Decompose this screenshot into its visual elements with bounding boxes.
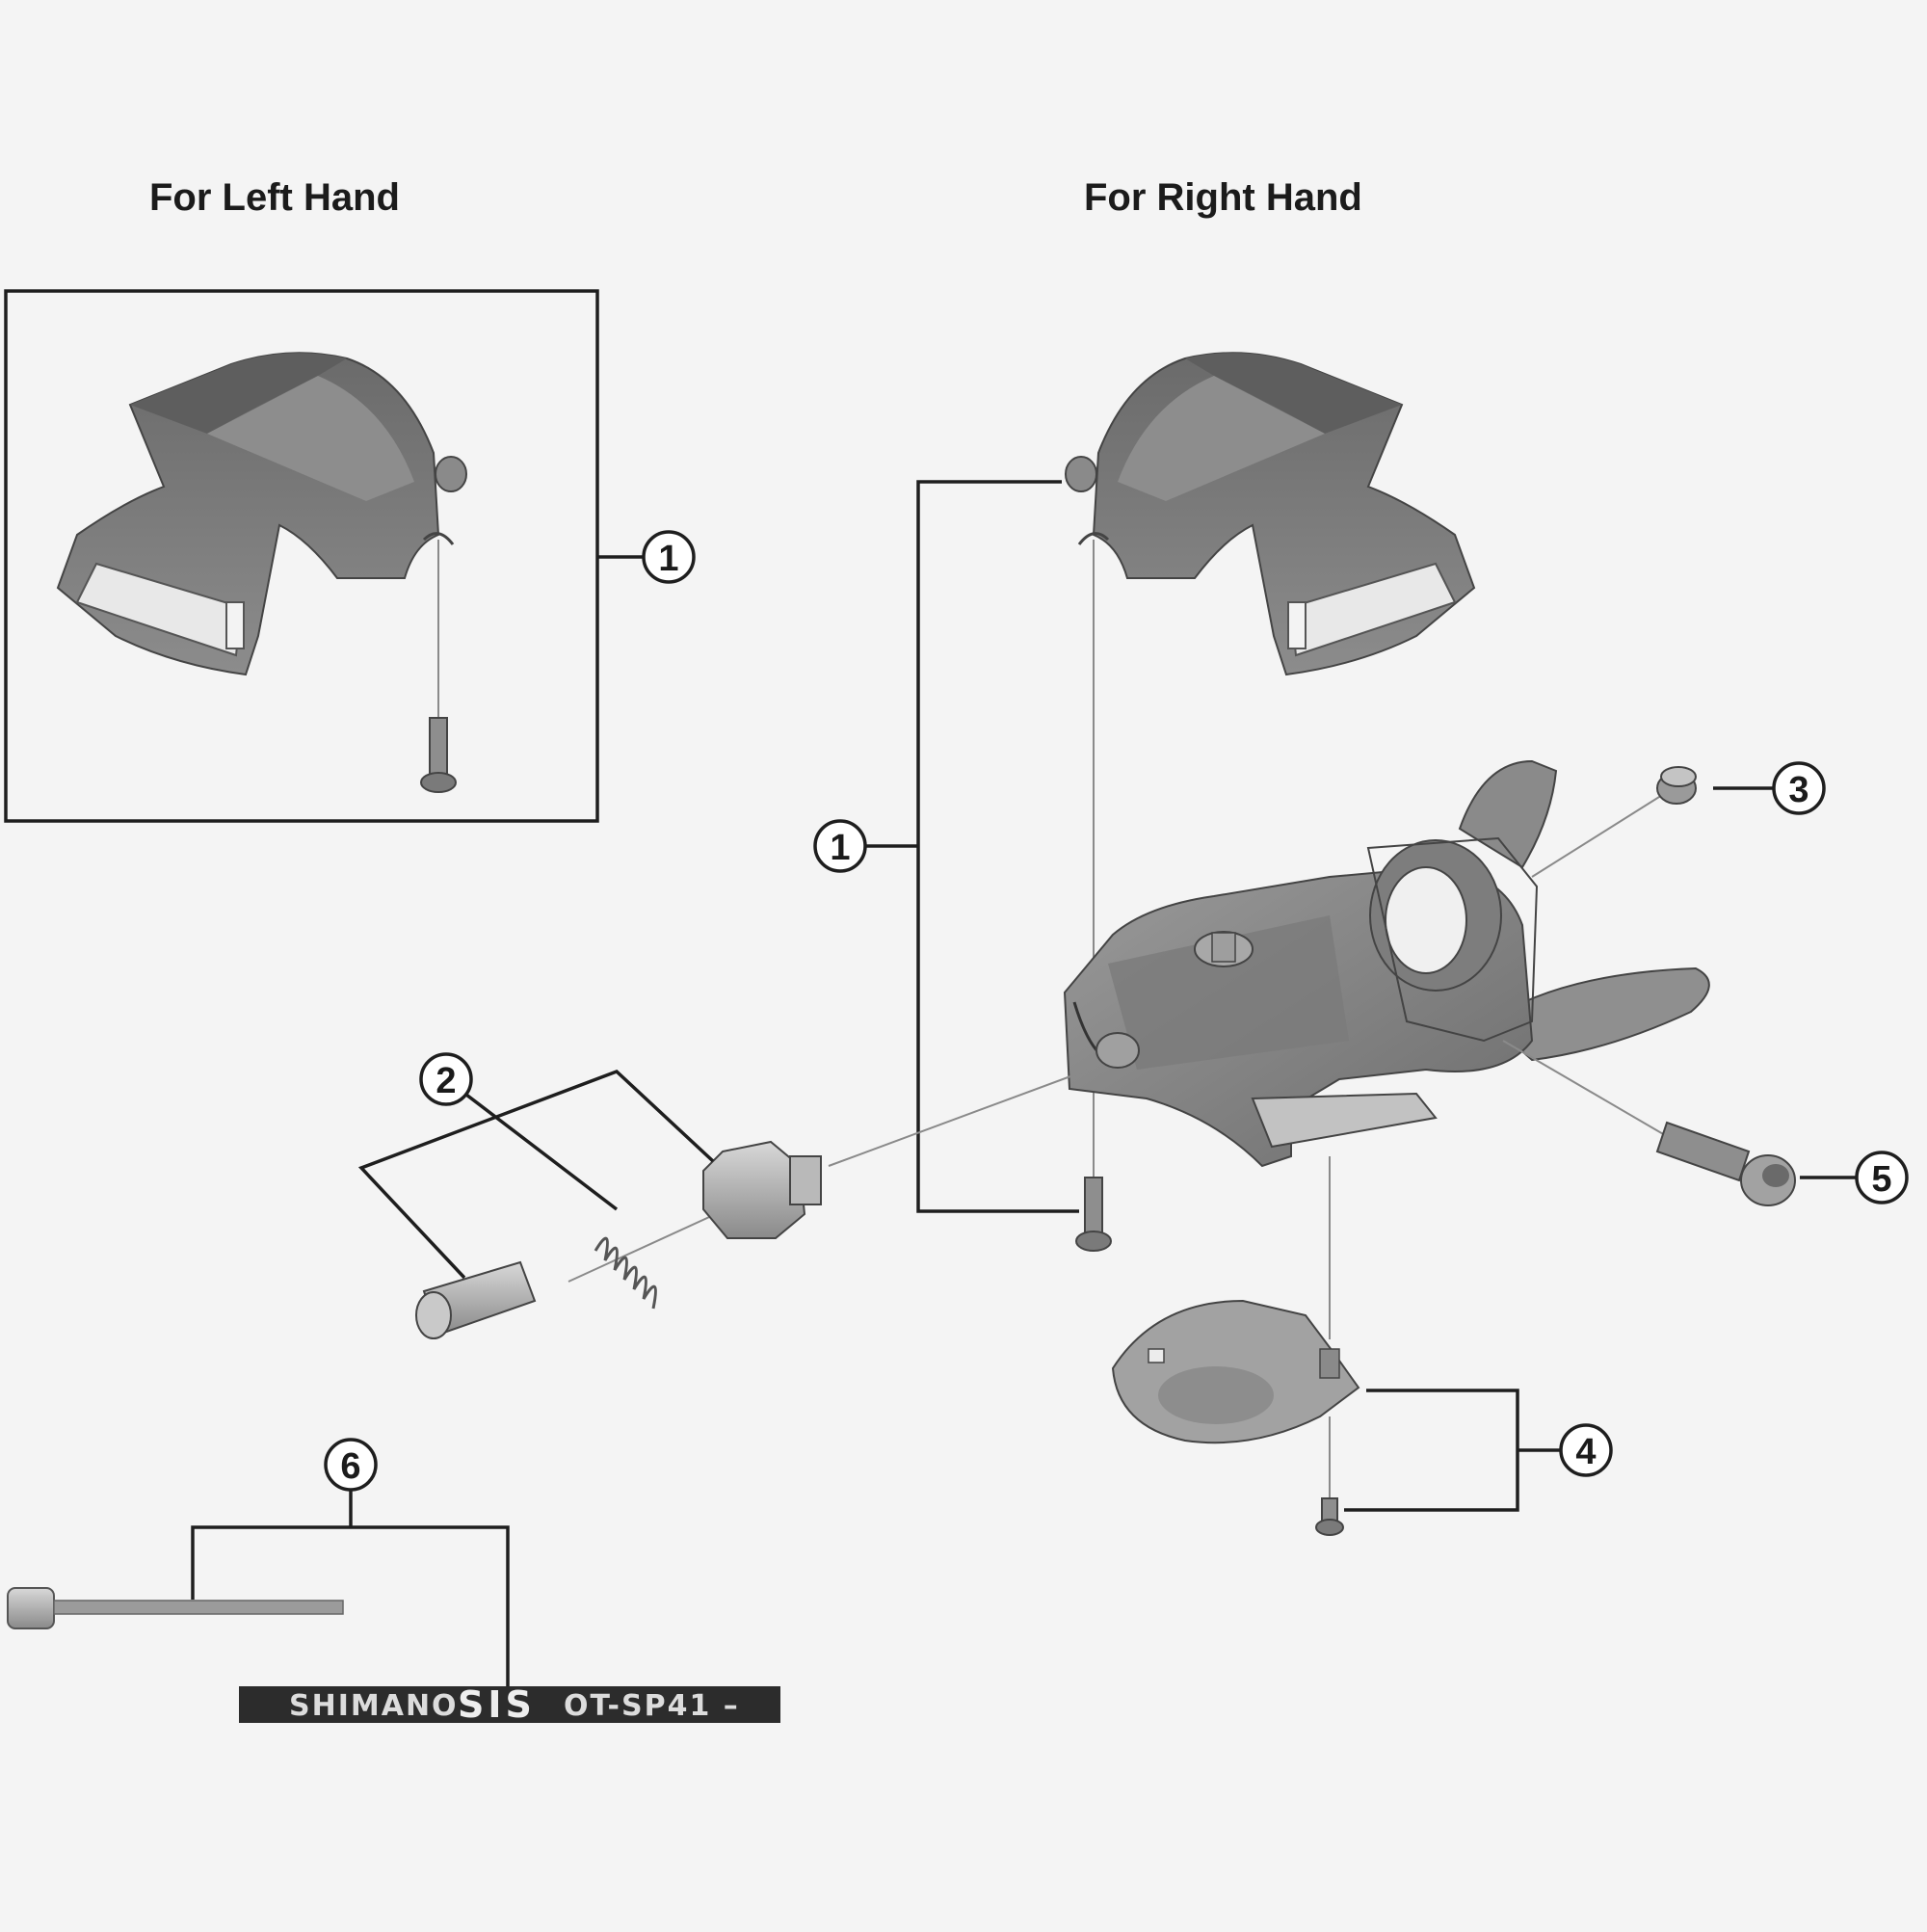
right-cover-screw <box>1075 1177 1112 1252</box>
left-cover-screw <box>420 717 457 793</box>
bracket-part-4 <box>1344 1389 1561 1512</box>
part-5-bolt <box>1655 1121 1796 1206</box>
bracket-part-6 <box>191 1489 510 1686</box>
callout-5: 5 <box>1855 1151 1909 1204</box>
part-2-barrel <box>415 1260 537 1339</box>
bracket-part-2 <box>357 1069 715 1280</box>
leader-part-3-line <box>1531 791 1668 878</box>
svg-text:1: 1 <box>830 828 850 868</box>
casing-code-text: OT-SP41 – <box>564 1689 740 1723</box>
callout-2: 2 <box>419 1052 473 1106</box>
shifter-main-body <box>1063 759 1710 1168</box>
callout-right-1: 1 <box>813 819 867 873</box>
svg-text:2: 2 <box>436 1061 456 1101</box>
svg-text:1: 1 <box>658 539 678 579</box>
callout-left-1: 1 <box>642 530 696 584</box>
callout-6: 6 <box>324 1438 378 1492</box>
part-6-inner-cable <box>7 1587 344 1629</box>
part-6-outer-casing: SHIMANO SIS OT-SP41 – <box>239 1683 780 1726</box>
heading-left-hand: For Left Hand <box>149 176 400 219</box>
svg-text:3: 3 <box>1788 770 1808 810</box>
right-hand-shifter-cover <box>1065 352 1476 676</box>
left-hand-shifter-cover <box>56 352 467 676</box>
part-2-spring <box>594 1236 657 1310</box>
callout-4: 4 <box>1559 1423 1613 1477</box>
callout-3: 3 <box>1772 761 1826 815</box>
casing-logo-text: SIS <box>458 1683 536 1726</box>
part-4-cover-plate <box>1111 1299 1360 1444</box>
bracket-right-1 <box>916 480 1079 1213</box>
part-2-adjuster-nut <box>702 1140 822 1239</box>
heading-right-hand: For Right Hand <box>1084 176 1362 219</box>
svg-text:4: 4 <box>1575 1432 1596 1472</box>
casing-brand-text: SHIMANO <box>289 1689 459 1723</box>
leader-part-2-spring <box>444 1077 619 1211</box>
leader-part-5-line <box>1502 1040 1677 1143</box>
part-3-cap <box>1656 766 1697 805</box>
part-4-screw <box>1315 1497 1344 1536</box>
svg-text:5: 5 <box>1871 1159 1891 1200</box>
leader-part-2-axis <box>828 1069 1090 1167</box>
svg-text:6: 6 <box>340 1446 360 1487</box>
